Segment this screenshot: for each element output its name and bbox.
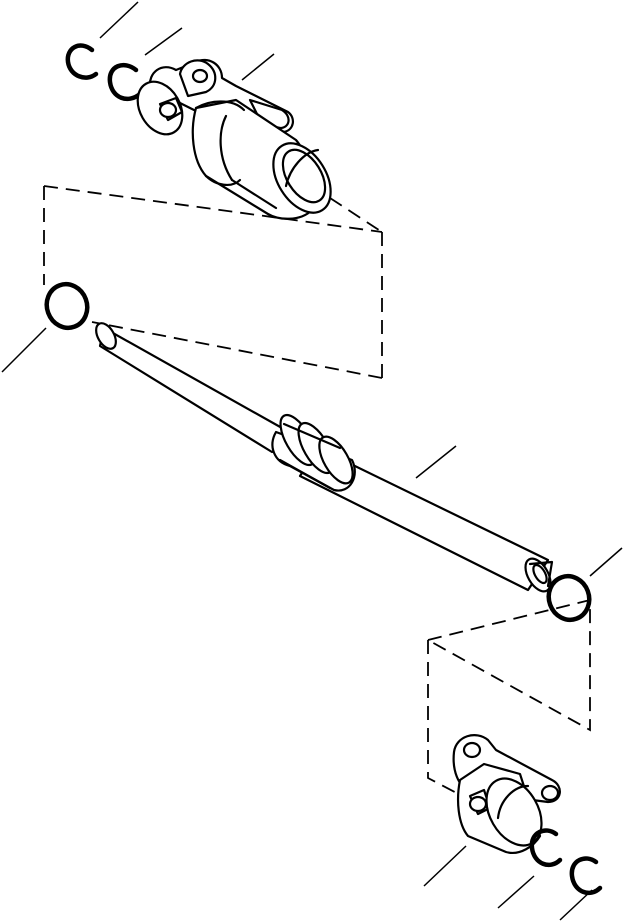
assembly-guide-lower <box>427 598 591 801</box>
upper-pivot-housing <box>136 58 332 220</box>
retaining-ring-lower-inner <box>529 828 563 868</box>
retaining-ring-lower-outer <box>569 856 603 896</box>
assembly-guide-upper <box>43 185 383 379</box>
retaining-ring-upper-inner <box>107 62 143 102</box>
lower-o-ring <box>546 573 592 623</box>
upper-o-ring <box>44 281 90 331</box>
pivot-shaft <box>95 322 554 593</box>
retaining-ring-upper-outer <box>65 43 99 80</box>
lower-pivot-housing <box>452 734 561 854</box>
